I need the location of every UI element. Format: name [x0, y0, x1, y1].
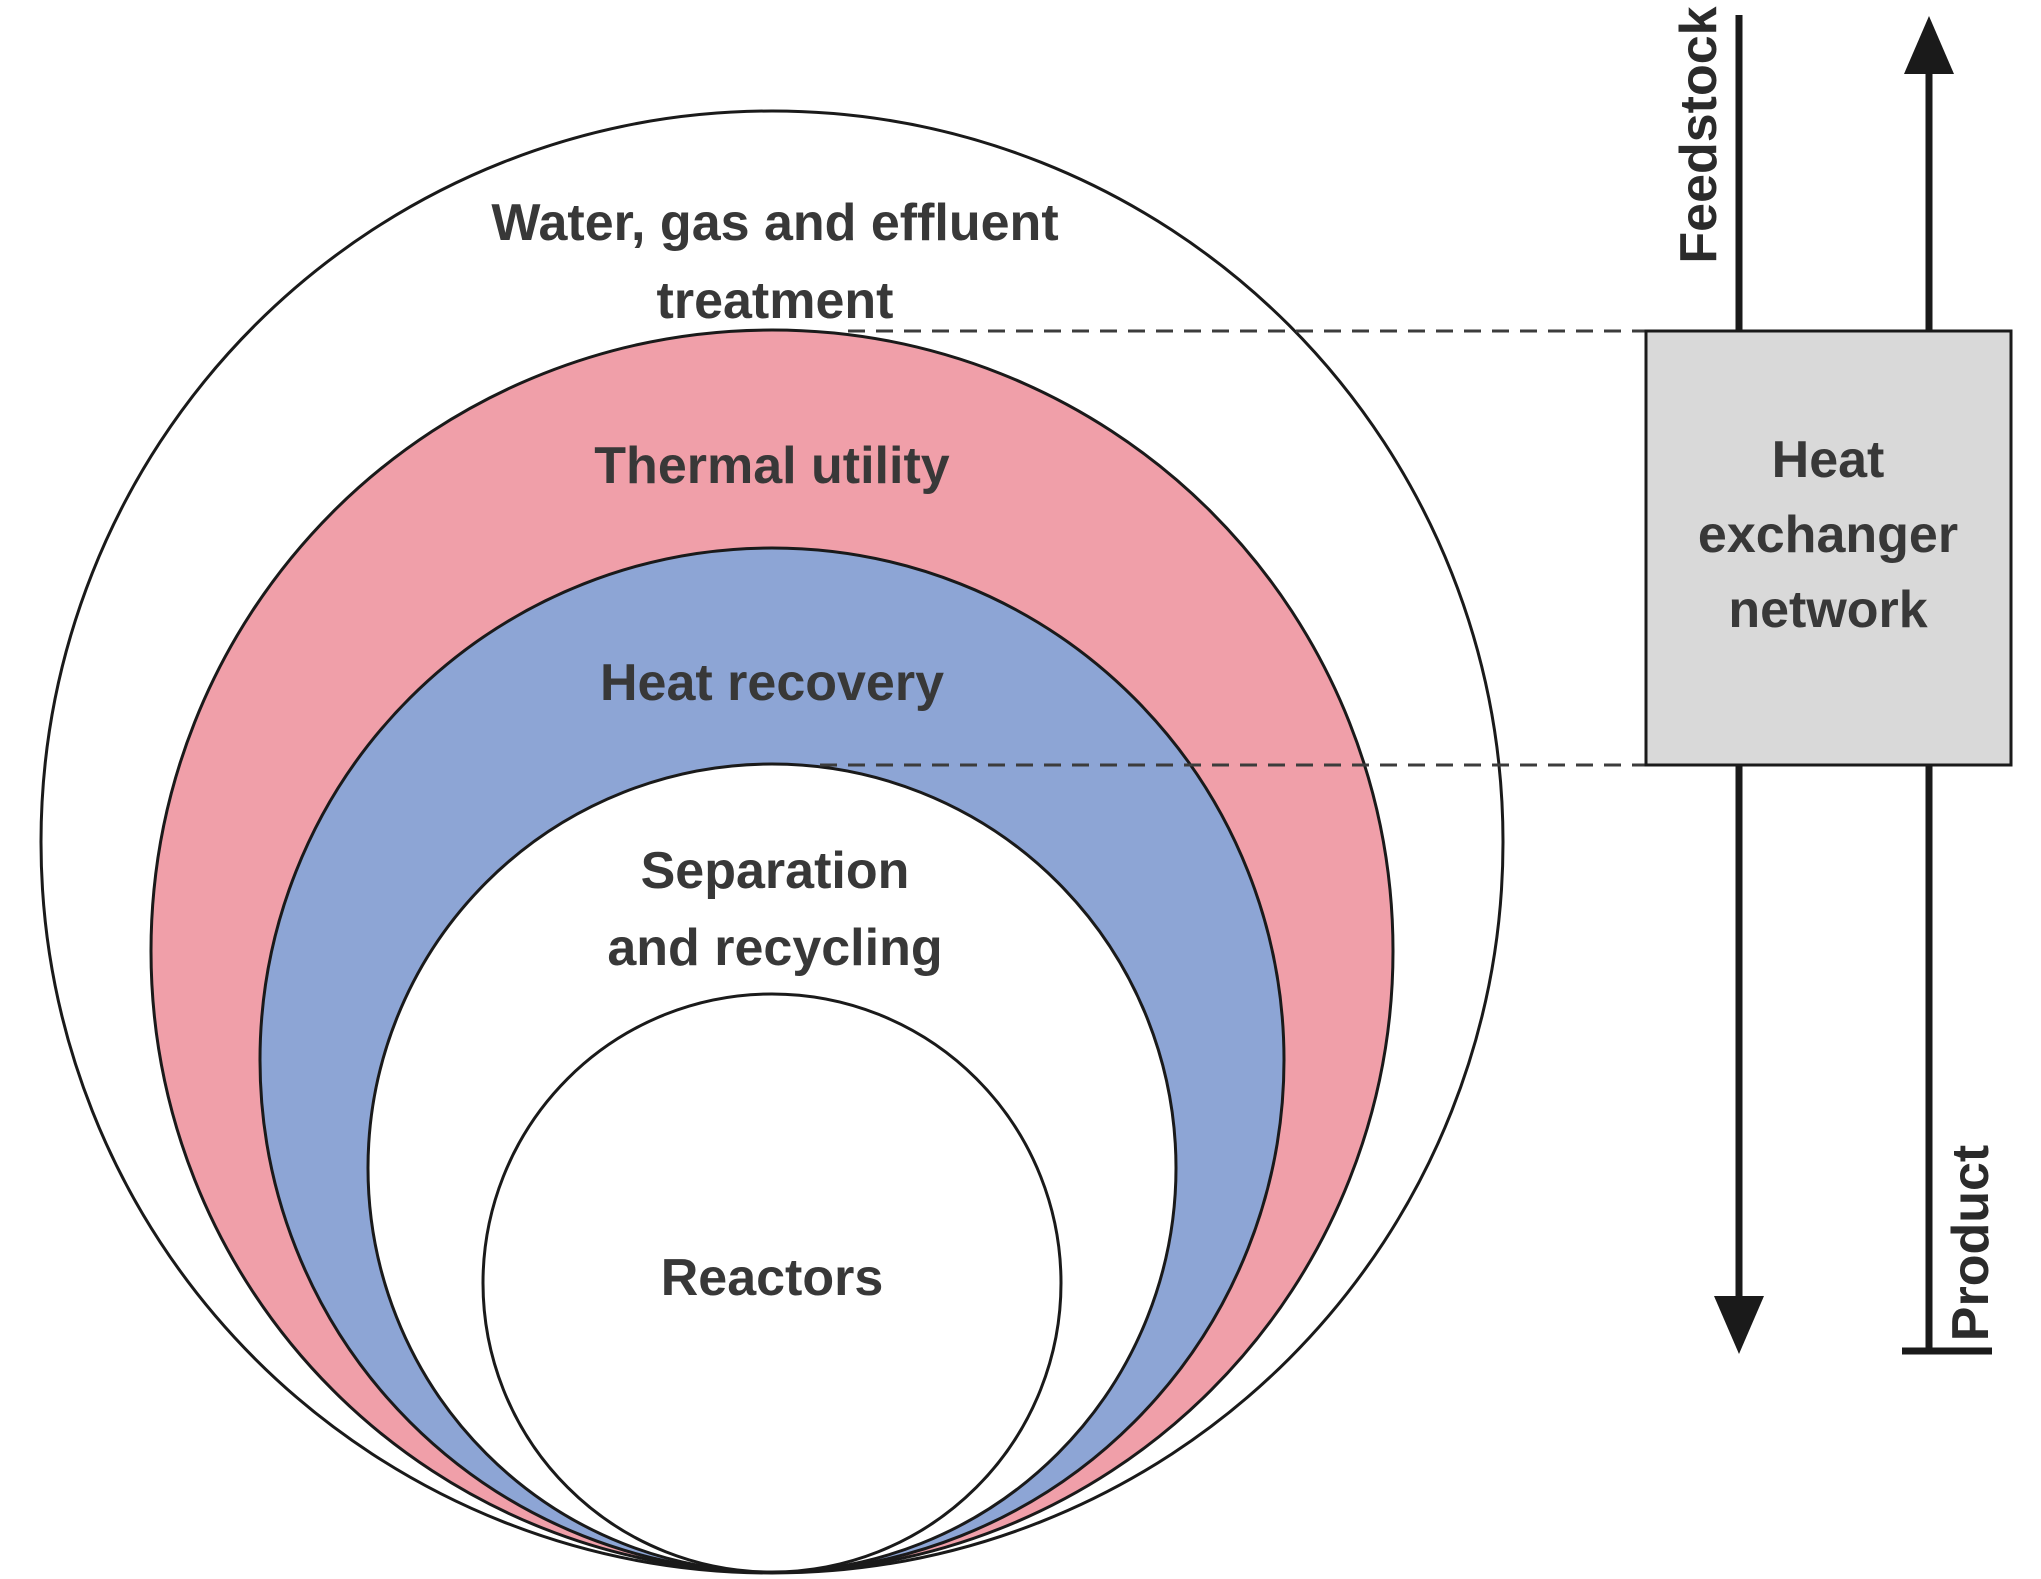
label-separation-line1: Separation [641, 842, 910, 900]
label-hen-line2: exchanger [1698, 506, 1958, 564]
heat-exchanger-network-box [1644, 329, 2013, 767]
label-thermal-utility: Thermal utility [594, 437, 949, 495]
label-product: Product [1942, 1145, 2000, 1341]
label-reactors: Reactors [661, 1249, 884, 1307]
label-feedstock: Feedstock [1670, 6, 1728, 263]
label-water-gas-effluent-line2: treatment [657, 272, 894, 330]
product-arrowhead-up-icon [1904, 16, 1954, 74]
layer-circle-reactors [481, 992, 1063, 1574]
label-hen-line1: Heat [1772, 431, 1885, 489]
feedstock-arrowhead-down-icon [1714, 1296, 1764, 1354]
label-separation-line2: and recycling [607, 919, 942, 977]
label-heat-recovery: Heat recovery [600, 654, 944, 712]
label-water-gas-effluent-line1: Water, gas and effluent [491, 194, 1058, 252]
label-hen-line3: network [1728, 581, 1927, 639]
